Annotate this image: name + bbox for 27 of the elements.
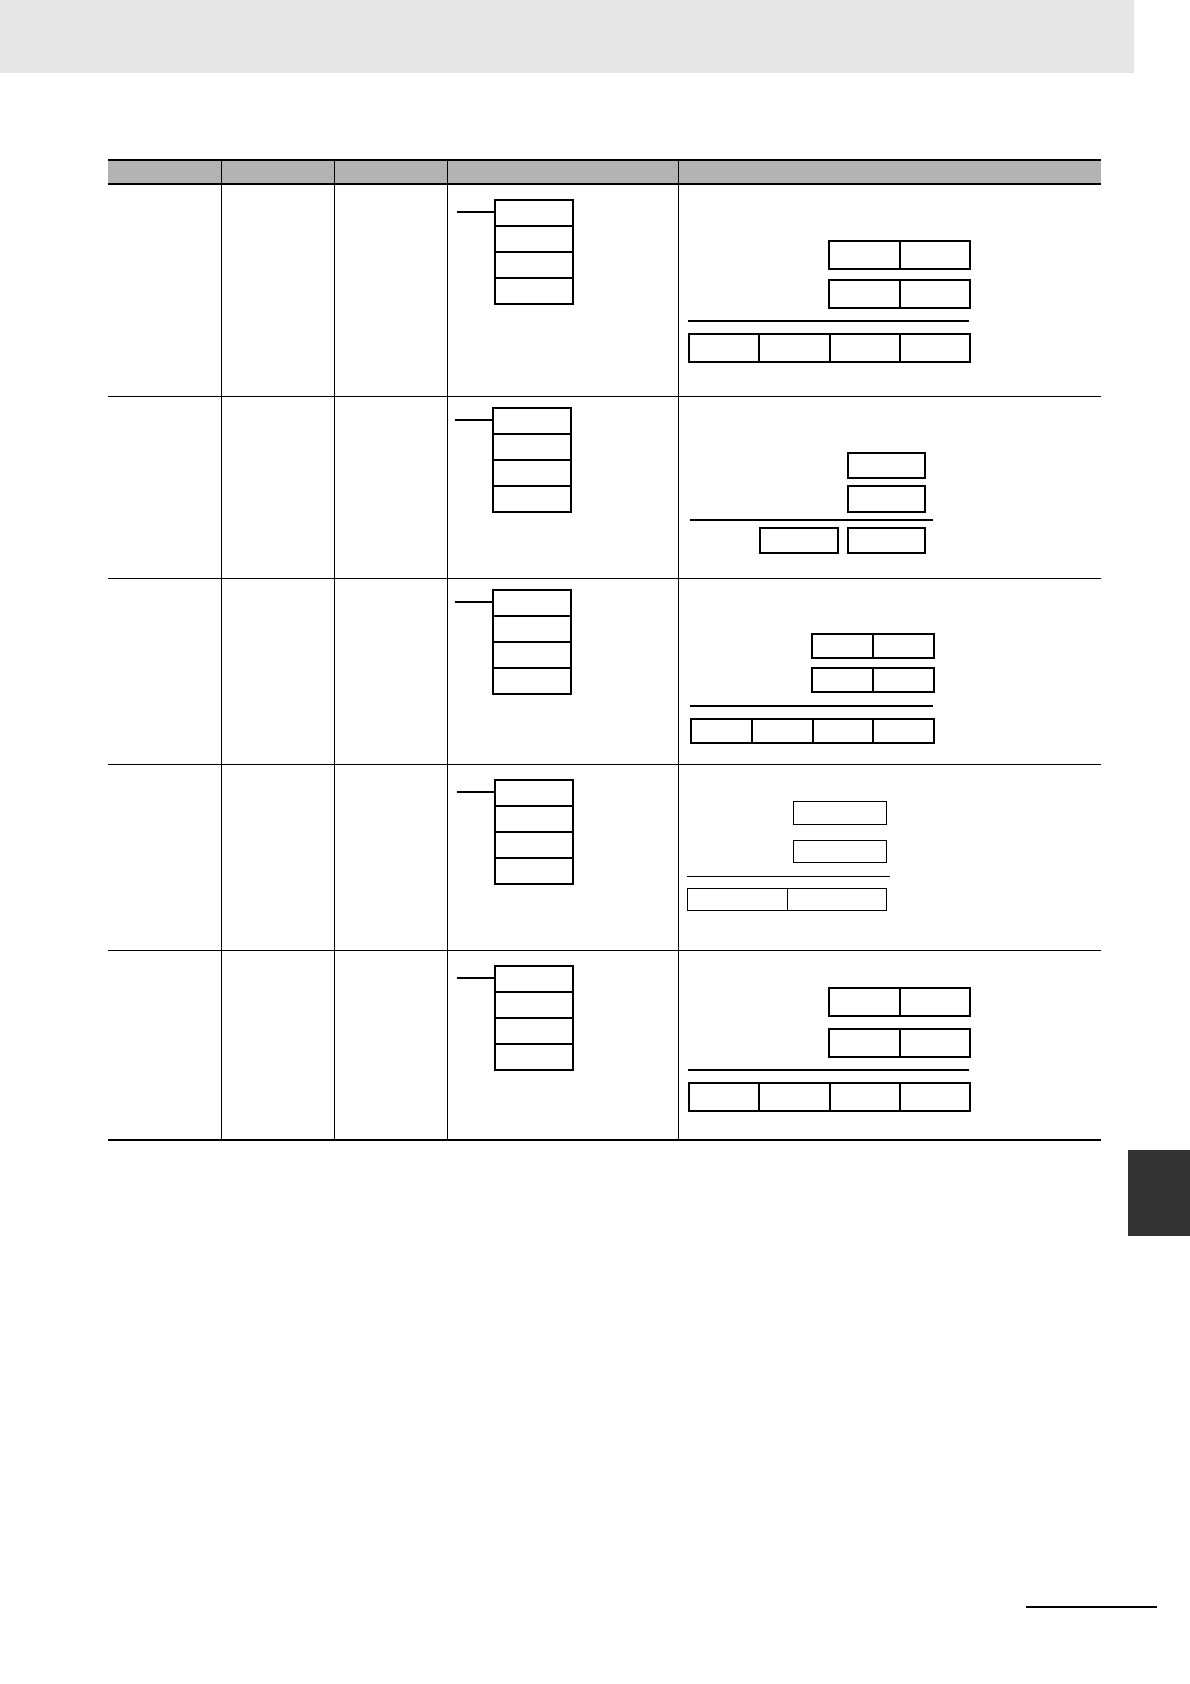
empty-box xyxy=(494,1043,574,1071)
empty-box xyxy=(492,433,572,461)
empty-box xyxy=(847,452,926,479)
empty-box xyxy=(492,407,572,435)
empty-box xyxy=(494,199,574,227)
empty-box xyxy=(494,225,574,253)
empty-box xyxy=(793,840,887,863)
empty-box xyxy=(492,615,572,643)
empty-box xyxy=(759,527,839,554)
empty-box xyxy=(492,485,572,513)
side-tab xyxy=(1128,1150,1190,1236)
empty-box xyxy=(793,801,887,825)
empty-box xyxy=(492,589,572,617)
empty-box xyxy=(494,805,574,833)
empty-box xyxy=(494,965,574,993)
empty-box xyxy=(847,527,926,554)
empty-box xyxy=(494,1017,574,1045)
empty-box xyxy=(494,991,574,1019)
empty-box xyxy=(492,459,572,487)
empty-box xyxy=(494,251,574,279)
empty-box xyxy=(492,641,572,669)
empty-box xyxy=(492,667,572,695)
empty-box xyxy=(494,277,574,305)
empty-box xyxy=(494,857,574,885)
empty-box xyxy=(494,779,574,807)
empty-box xyxy=(847,485,926,513)
empty-box xyxy=(494,831,574,859)
